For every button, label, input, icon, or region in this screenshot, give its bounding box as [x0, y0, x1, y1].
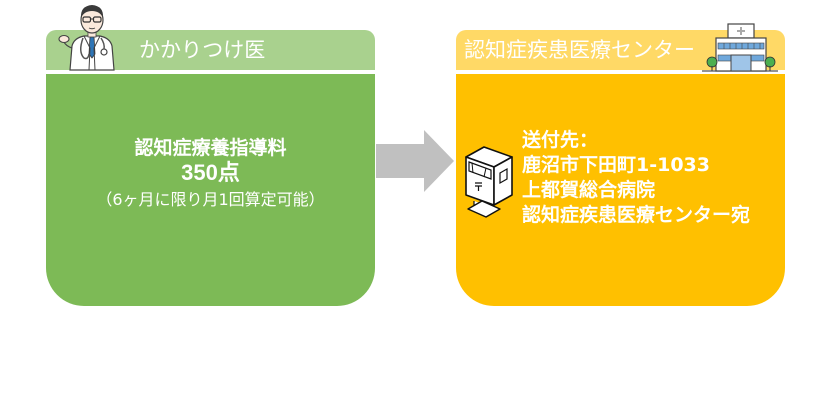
fee-points: 350点 [181, 160, 240, 185]
fee-name: 認知症療養指導料 [134, 137, 287, 159]
address-block: 送付先： 鹿沼市下田町1-1033 上都賀総合病院 認知症疾患医療センター宛 [522, 128, 750, 228]
doctor-icon [58, 5, 115, 71]
address-hospital: 上都賀総合病院 [522, 179, 656, 201]
address-recipient: 認知症疾患医療センター宛 [522, 204, 751, 226]
address-street: 鹿沼市下田町1-1033 [522, 154, 710, 176]
right-arrow-icon [376, 130, 454, 192]
right-panel-title: 認知症疾患医療センター [464, 38, 695, 62]
fee-note: （6ヶ月に限り月1回算定可能） [96, 190, 325, 209]
address-label: 送付先： [522, 129, 599, 151]
left-panel-title: かかりつけ医 [139, 38, 266, 62]
hospital-icon [702, 23, 778, 72]
right-panel-body: 送付先： 鹿沼市下田町1-1033 上都賀総合病院 認知症疾患医療センター宛 [456, 74, 785, 306]
postbox-icon [465, 146, 513, 218]
left-panel-body: 認知症療養指導料 350点 （6ヶ月に限り月1回算定可能） [46, 74, 375, 306]
